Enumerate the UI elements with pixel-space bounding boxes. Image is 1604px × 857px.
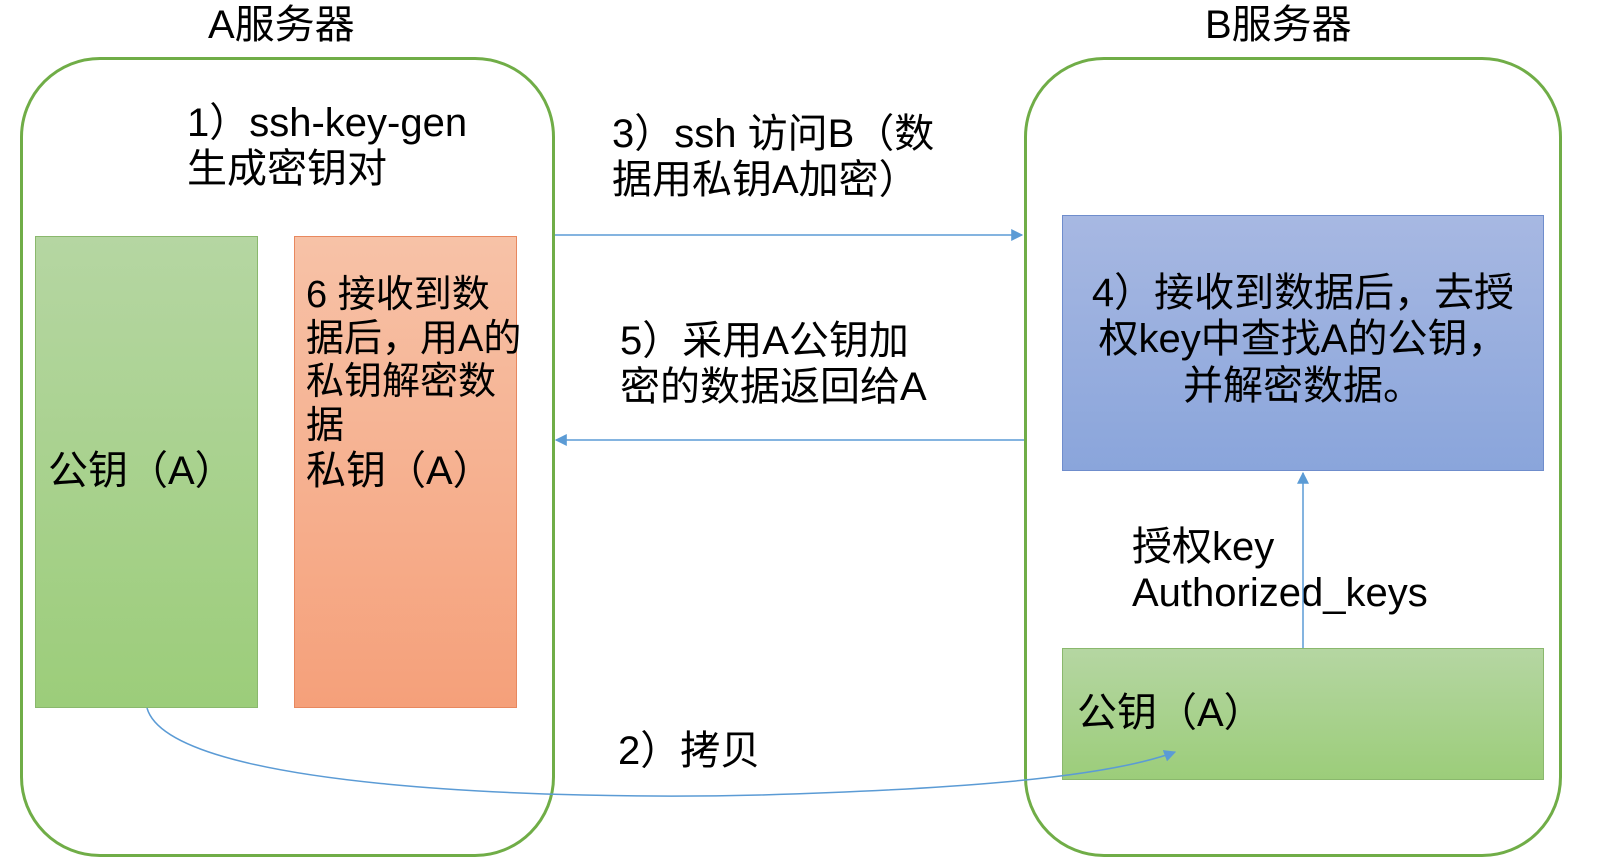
connector-arrows xyxy=(146,229,1309,797)
step2-copy-arrow xyxy=(146,707,1177,797)
server-a-private-key-box xyxy=(294,236,517,708)
server-b-process-box xyxy=(1062,215,1544,471)
step5-return-data-label: 5）采用A公钥加 密的数据返回给A xyxy=(620,319,927,410)
step1-generate-keys: 1）ssh-key-gen 生成密钥对 xyxy=(187,101,468,192)
server-a-title: A服务器 xyxy=(208,3,355,47)
step4-lookup-and-decrypt: 4）接收到数据后，去授 权key中查找A的公钥， 并解密数据。 xyxy=(1091,271,1515,408)
server-a-public-key-box xyxy=(35,236,258,708)
server-b-title: B服务器 xyxy=(1205,3,1352,47)
server-b-public-key-label: 公钥（A） xyxy=(1077,691,1264,735)
step2-copy-label: 2）拷贝 xyxy=(618,729,761,773)
server-b-public-key-box xyxy=(1062,648,1544,780)
step6-decrypt-note: 6 接收到数 据后，用A的 私钥解密数 据 xyxy=(306,274,522,448)
server-a-private-key-label: 私钥（A） xyxy=(306,449,493,493)
authorized-keys-label: 授权key Authorized_keys xyxy=(1132,525,1428,616)
server-a-public-key-label: 公钥（A） xyxy=(48,449,235,493)
step3-ssh-access-label: 3）ssh 访问B（数 据用私钥A加密） xyxy=(612,112,935,203)
